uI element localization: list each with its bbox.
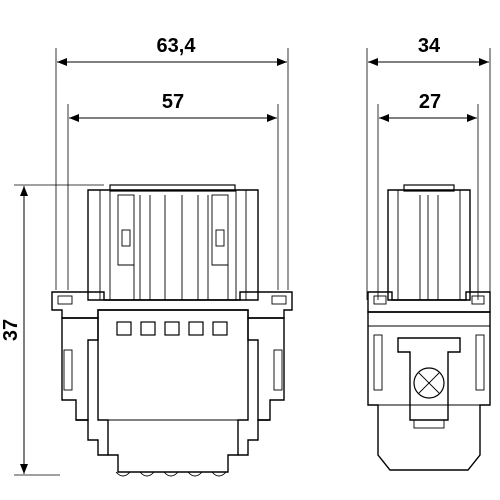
dimension-front-inner-width: 57 — [67, 91, 279, 290]
front-outer-width-label: 63,4 — [157, 35, 197, 57]
side-inner-width-label: 27 — [419, 91, 441, 113]
front-inner-width-label: 57 — [162, 91, 184, 113]
height-label: 37 — [0, 319, 22, 341]
dimension-height: 37 — [0, 184, 104, 476]
side-view — [367, 184, 491, 471]
side-outer-width-label: 34 — [418, 35, 441, 57]
dimension-side-outer-width: 34 — [366, 35, 491, 300]
dimension-side-inner-width: 27 — [377, 91, 479, 300]
dimension-front-outer-width: 63,4 — [55, 35, 289, 290]
front-view — [51, 184, 293, 477]
